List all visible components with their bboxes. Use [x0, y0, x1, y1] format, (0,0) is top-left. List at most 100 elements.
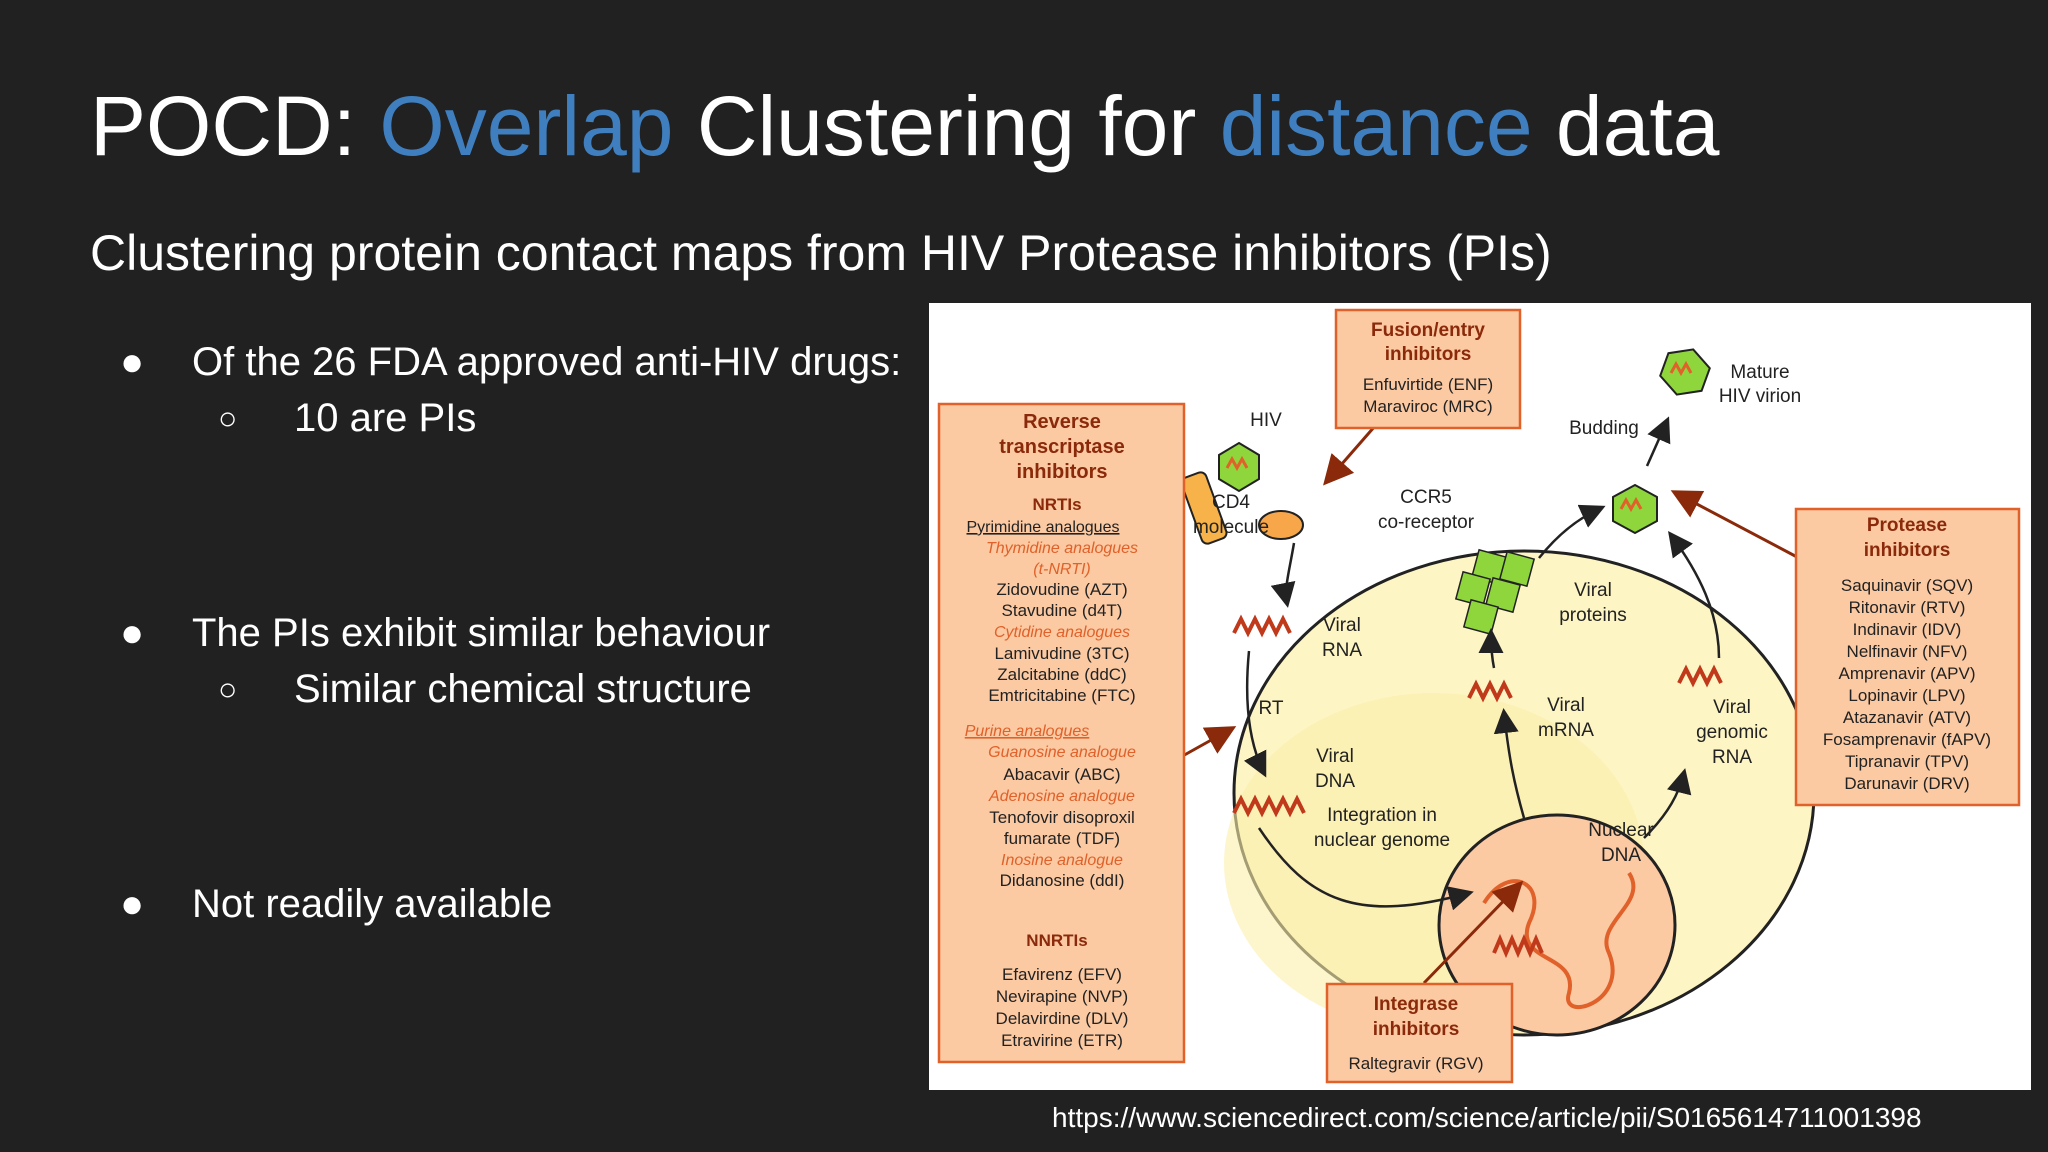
fusion-inhibitors-box: Fusion/entry inhibitors Enfuvirtide (ENF… [1334, 308, 1522, 430]
budding-virion-icon [1612, 483, 1658, 535]
viral-mrna-squiggle-icon [1467, 679, 1513, 703]
adenosine-heading: Adenosine analogue [988, 788, 1135, 805]
fusion-title-1: Fusion/entry [1371, 320, 1485, 341]
slide-title: POCD: Overlap Clustering for distance da… [90, 78, 1719, 175]
coreceptor-label: co-receptor [1378, 512, 1475, 533]
hiv-label: HIV [1250, 410, 1282, 431]
protease-drug: Indinavir (IDV) [1853, 620, 1962, 639]
rt-arrow [1243, 650, 1267, 778]
viral-mrna-label-2: mRNA [1538, 720, 1594, 741]
fusion-drug: Enfuvirtide (ENF) [1363, 375, 1493, 394]
budding-arrow [1645, 416, 1671, 467]
bullet-item: ● Not readily available [120, 882, 553, 927]
protease-drug: Nelfinavir (NFV) [1847, 642, 1968, 661]
bullet-dot-icon: ● [120, 882, 145, 926]
title-highlight-overlap: Overlap [379, 79, 674, 173]
rt-title-1: Reverse [1023, 411, 1101, 433]
rt-title-3: inhibitors [1016, 461, 1107, 483]
bullet-dot-icon: ● [120, 340, 145, 384]
viral-proteins-icon [1454, 548, 1536, 636]
cd4-molecule-icon [1180, 471, 1228, 545]
viral-genomic-rna-label-3: RNA [1712, 747, 1752, 768]
bullet-item: ●Of the 26 FDA approved anti-HIV drugs: [120, 340, 901, 385]
protease-drug: Darunavir (DRV) [1844, 774, 1969, 793]
viral-proteins-label-2: proteins [1559, 605, 1627, 626]
rt-inhibitors-box: Reverse transcriptase inhibitors NRTIs P… [937, 402, 1186, 1064]
rt-drug: Zidovudine (AZT) [996, 580, 1127, 599]
rt-drug: Delavirdine (DLV) [996, 1009, 1129, 1028]
viral-dna-label-2: DNA [1315, 771, 1355, 792]
sub-bullet-circle-icon: ○ [218, 400, 238, 436]
bullet-text: Not readily available [192, 882, 553, 926]
viral-rna-label: Viral [1323, 615, 1361, 636]
mature-rna-icon [1669, 360, 1693, 377]
rt-drug: Efavirenz (EFV) [1002, 965, 1122, 984]
ccr5-coreceptor-icon [1258, 510, 1304, 540]
integrated-dna-icon [1492, 933, 1544, 959]
protease-drug: Amprenavir (APV) [1839, 664, 1976, 683]
nuclear-dna-label-2: DNA [1601, 845, 1641, 866]
budding-label: Budding [1569, 418, 1639, 439]
rt-inhibitor-arrow [1178, 726, 1237, 760]
rt-drug: Etravirine (ETR) [1001, 1031, 1123, 1050]
protease-drug: Tipranavir (TPV) [1845, 752, 1969, 771]
viral-genomic-rna-label-2: genomic [1696, 722, 1768, 743]
viral-rna-label-2: RNA [1322, 640, 1362, 661]
tnrti-label: (t-NRTI) [1033, 561, 1090, 578]
protease-inhibitor-arrow [1670, 490, 1798, 559]
protease-drug: Ritonavir (RTV) [1849, 598, 1966, 617]
molecule-label: molecule [1193, 517, 1269, 538]
mature-virion-icon [1659, 348, 1711, 396]
viral-mrna-label: Viral [1547, 695, 1585, 716]
genomic-rna-export-arrow [1643, 768, 1692, 839]
protease-drug: Fosamprenavir (fAPV) [1823, 730, 1991, 749]
translation-arrow [1478, 628, 1504, 669]
rt-drug: Abacavir (ABC) [1003, 765, 1120, 784]
mature-label: Mature [1730, 362, 1789, 383]
title-part-5: data [1532, 79, 1720, 173]
genomic-rna-packaging-arrow [1668, 530, 1721, 659]
assembly-arrow [1538, 504, 1606, 559]
protease-inhibitors-box: Protease inhibitors Saquinavir (SQV) Rit… [1794, 507, 2021, 807]
rt-drug: fumarate (TDF) [1004, 829, 1120, 848]
integrase-drug: Raltegravir (RGV) [1348, 1054, 1483, 1073]
fusion-drug: Maraviroc (MRC) [1363, 397, 1492, 416]
ccr5-label: CCR5 [1400, 487, 1452, 508]
rt-drug: Didanosine (ddI) [1000, 871, 1125, 890]
integrase-title-1: Integrase [1374, 994, 1458, 1015]
rt-title-2: transcriptase [999, 436, 1125, 458]
integration-arrow [1257, 827, 1474, 911]
rt-label: RT [1259, 698, 1284, 719]
hiv-lifecycle-figure: Fusion/entry inhibitors Enfuvirtide (ENF… [929, 303, 2031, 1090]
viral-dna-squiggle-icon [1232, 794, 1306, 818]
entry-arrow [1270, 542, 1296, 608]
nuclear-dna-label: Nuclear [1588, 820, 1654, 841]
hiv-rna-icon [1225, 455, 1249, 472]
nucleus [1437, 813, 1677, 1037]
integration-label: Integration in [1327, 805, 1437, 826]
viral-genomic-rna-label: Viral [1713, 697, 1751, 718]
viral-genomic-rna-squiggle-icon [1677, 664, 1723, 688]
viral-proteins-label: Viral [1574, 580, 1612, 601]
nrtis-heading: NRTIs [1032, 495, 1081, 514]
bullet-item: ●The PIs exhibit similar behaviour [120, 611, 770, 656]
integrase-title-2: inhibitors [1373, 1019, 1460, 1040]
viral-rna-squiggle-icon [1232, 614, 1292, 638]
source-link[interactable]: https://www.sciencedirect.com/science/ar… [1052, 1102, 1922, 1133]
protease-drug: Saquinavir (SQV) [1841, 576, 1973, 595]
bullet-dot-icon: ● [120, 611, 145, 655]
rt-drug: Tenofovir disoproxil [989, 808, 1135, 827]
rt-drug: Zalcitabine (ddC) [997, 665, 1126, 684]
protease-drug: Lopinavir (LPV) [1848, 686, 1965, 705]
sub-bullet-text: 10 are PIs [294, 396, 477, 440]
fusion-title-2: inhibitors [1385, 344, 1472, 365]
pyrimidine-heading: Pyrimidine analogues [967, 519, 1120, 536]
slide-subtitle: Clustering protein contact maps from HIV… [90, 225, 1552, 281]
cytidine-heading: Cytidine analogues [994, 624, 1130, 641]
protease-title-2: inhibitors [1864, 540, 1951, 561]
transcription-arrow [1493, 708, 1526, 819]
hiv-virion-label: HIV virion [1719, 386, 1801, 407]
sub-bullet-item: ○Similar chemical structure [218, 667, 752, 712]
purine-heading: Purine analogues [965, 723, 1090, 740]
protease-title-1: Protease [1867, 515, 1947, 536]
